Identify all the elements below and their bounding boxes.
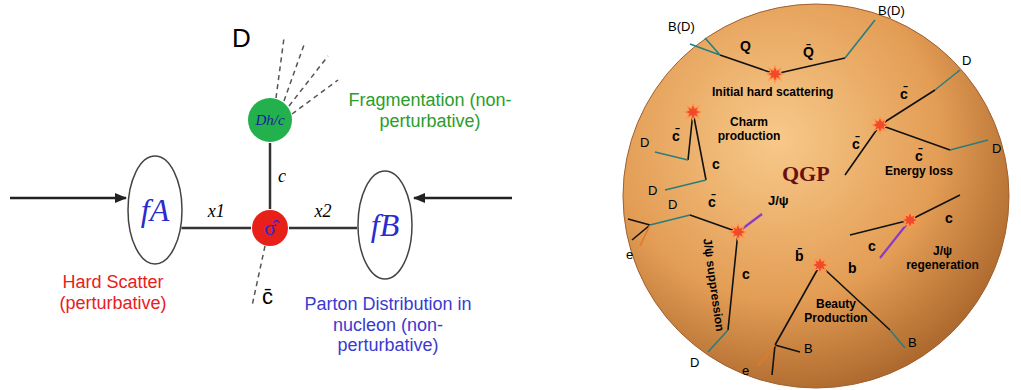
- node-shape: [252, 210, 288, 246]
- dashed-track: [289, 56, 328, 106]
- text-label: Fragmentation (non-perturbative): [335, 90, 525, 131]
- dashed-track: [292, 80, 338, 114]
- text-label: D: [232, 24, 251, 54]
- text-label: c̄: [900, 86, 908, 102]
- dashed-track: [276, 38, 284, 98]
- text-label: c: [712, 156, 720, 172]
- hard-scatter-circle: σ̂: [251, 209, 289, 247]
- text-label: B: [908, 336, 917, 351]
- connector: [289, 227, 357, 230]
- text-label: c̄: [708, 194, 716, 210]
- text-label: c̄: [672, 128, 680, 144]
- text-label: c: [868, 238, 876, 254]
- edge-label: c: [278, 166, 286, 187]
- text-label: b̄: [795, 248, 804, 264]
- text-label: D: [962, 54, 971, 69]
- text-label: b: [848, 260, 857, 276]
- fragmentation-circle: Dh/c: [247, 97, 293, 143]
- text-label: Charm production: [712, 116, 786, 144]
- text-label: D: [648, 184, 657, 199]
- node-label: fA: [141, 192, 169, 229]
- text-label: Q: [740, 38, 751, 54]
- text-label: Initial hard scattering: [712, 86, 833, 100]
- beam-arrows: [10, 197, 512, 200]
- node-label: Dh/c: [255, 112, 284, 129]
- text-label: c̄: [915, 148, 923, 164]
- connector: [269, 143, 272, 209]
- edge-label: x2: [315, 201, 332, 222]
- vertex-burst: [767, 66, 784, 83]
- text-label: J/ψ regeneration: [895, 245, 990, 273]
- text-label: D: [992, 142, 1001, 157]
- node-outline: [622, 3, 1010, 389]
- pdf-ellipse: fB: [357, 170, 413, 280]
- text-label: Parton Distribution in nucleon (non-pert…: [298, 294, 478, 356]
- text-label: c̄: [852, 136, 860, 152]
- vertex-burst: [730, 224, 747, 241]
- text-label: B: [804, 342, 813, 357]
- beam-arrow: [414, 197, 512, 200]
- text-label: e: [742, 364, 749, 379]
- text-label: Q̄: [803, 44, 814, 60]
- text-label: J/ψ: [768, 194, 789, 209]
- text-label: D: [668, 198, 677, 213]
- node-shape: [358, 171, 412, 279]
- vertex-burst: [902, 212, 919, 229]
- beam-arrow: [10, 197, 126, 200]
- node-label: σ̂: [264, 215, 276, 241]
- connector: [181, 227, 251, 230]
- text-label: Hard Scatter (perturbative): [38, 272, 188, 313]
- text-label: B(D): [668, 20, 695, 35]
- dashed-track: [284, 42, 305, 101]
- node-shape: [248, 98, 292, 142]
- text-label: c̄: [262, 284, 273, 309]
- node-label: QGP: [782, 161, 830, 187]
- text-label: D: [690, 356, 699, 371]
- vertex-burst: [685, 104, 702, 121]
- hadron-spray: [252, 38, 338, 306]
- node-label: fB: [371, 207, 399, 244]
- node-shape: [128, 156, 182, 264]
- edge-label: x1: [208, 201, 225, 222]
- text-label: B(D): [878, 4, 905, 19]
- text-label: Energy loss: [885, 165, 953, 179]
- vertex-burst: [872, 117, 889, 134]
- qgp-sphere: QGP: [622, 3, 1010, 389]
- vertex-burst: [812, 257, 829, 274]
- text-label: D: [640, 136, 649, 151]
- qgp-fireball: [623, 4, 1009, 388]
- text-label: e: [626, 248, 633, 263]
- text-label: c: [945, 210, 953, 226]
- text-label: Beauty Production: [800, 298, 872, 326]
- text-label: c: [742, 266, 750, 282]
- pdf-ellipse: fA: [127, 155, 183, 265]
